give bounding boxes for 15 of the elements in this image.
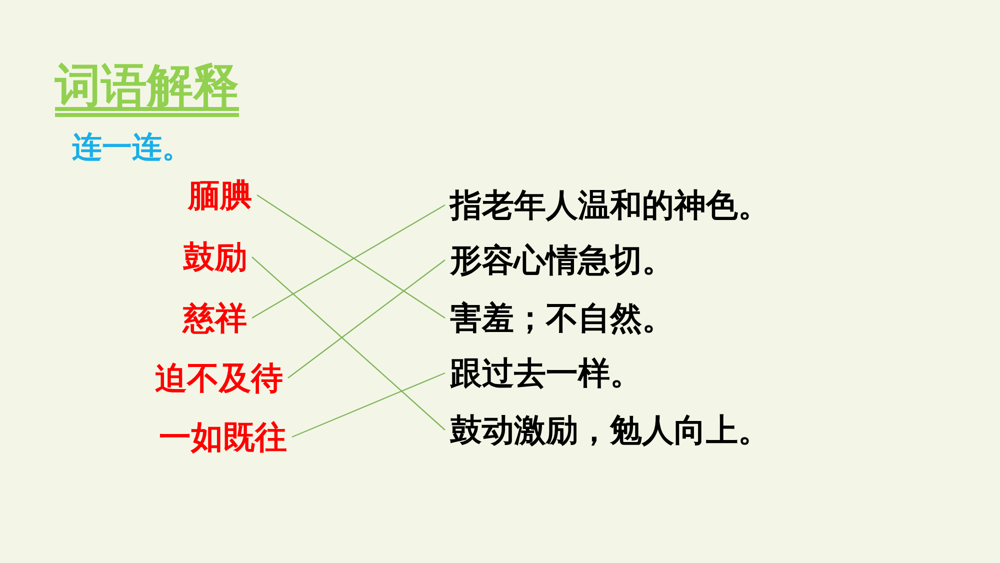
term-text: 一如既往 (154, 418, 292, 456)
connecting-line (252, 256, 446, 430)
term-text: 迫不及待 (150, 359, 288, 398)
definition-text: 害羞；不自然。 (445, 299, 679, 338)
definition-text: 跟过去一样。 (445, 354, 647, 392)
term-text: 鼓励 (178, 238, 252, 276)
connecting-line (292, 372, 446, 438)
term-text: 慈祥 (178, 299, 252, 338)
definition-text: 鼓动激励，勉人向上。 (445, 411, 775, 450)
instruction-text: 连一连。 (72, 130, 192, 166)
connecting-line (288, 260, 446, 378)
definition-text: 形容心情急切。 (445, 241, 679, 280)
title: 词语解释 (55, 58, 239, 114)
term-text: 腼腆 (183, 176, 257, 214)
definition-text: 指老年人温和的神色。 (445, 186, 775, 224)
